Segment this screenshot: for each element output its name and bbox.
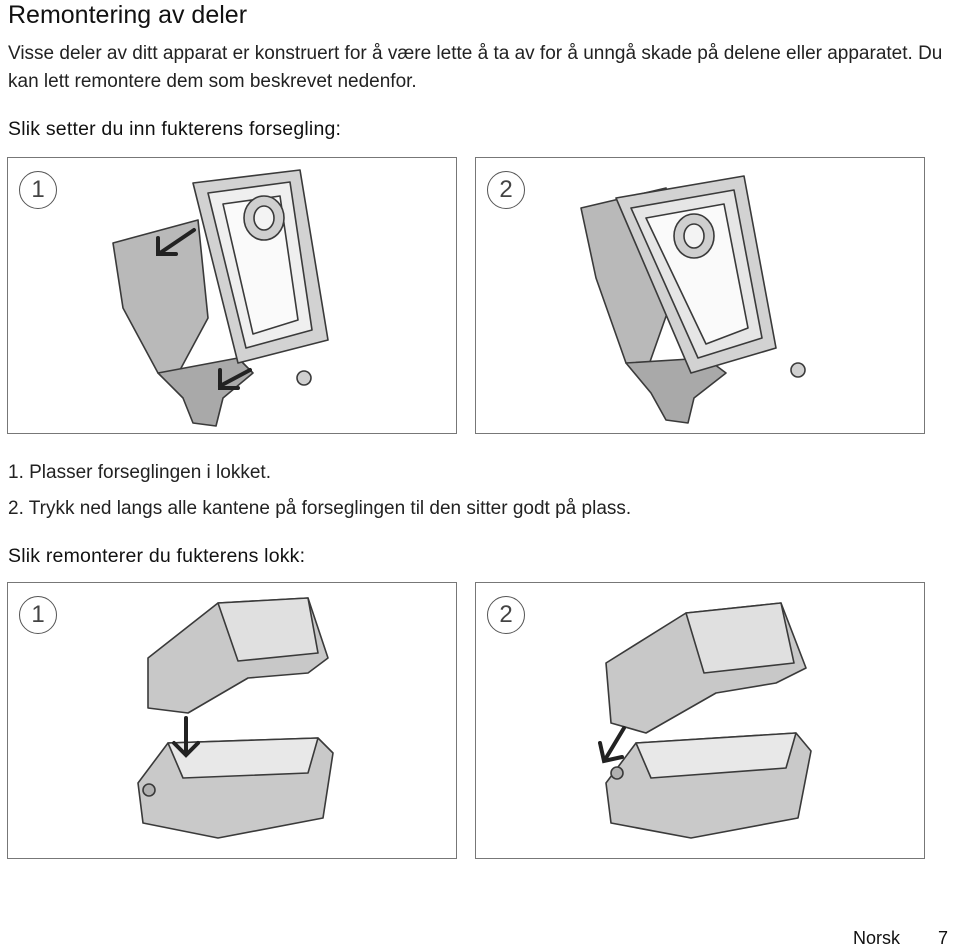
seal-inserted-illustration [580,175,806,424]
step-number-badge: 1 [19,596,57,634]
page-title: Remontering av deler [8,1,248,29]
section-heading-seal: Slik setter du inn fukterens forsegling: [8,118,342,140]
illustration-panel-seal-1: 1 [7,157,457,434]
step-number-badge: 2 [487,171,525,209]
lid-hinge-illustration [598,602,812,839]
step-number-badge: 1 [19,171,57,209]
intro-paragraph: Visse deler av ditt apparat er konstruer… [8,43,943,92]
section-heading-lid: Slik remonterer du fukterens lokk: [8,545,306,567]
step-1-text: 1. Plasser forseglingen i lokket. [8,462,271,483]
seal-step-list: 1. Plasser forseglingen i lokket. 2. Try… [8,455,631,527]
illustration-panel-lid-2: 2 [475,582,925,859]
seal-insert-illustration [112,169,329,427]
illustration-panel-seal-2: 2 [475,157,925,434]
step-number-badge: 2 [487,596,525,634]
lid-lowering-illustration [137,597,334,839]
footer-page-number: 7 [937,928,948,948]
footer-language: Norsk [852,928,900,948]
step-2-text: 2. Trykk ned langs alle kantene på forse… [8,498,632,519]
illustration-panel-lid-1: 1 [7,582,457,859]
